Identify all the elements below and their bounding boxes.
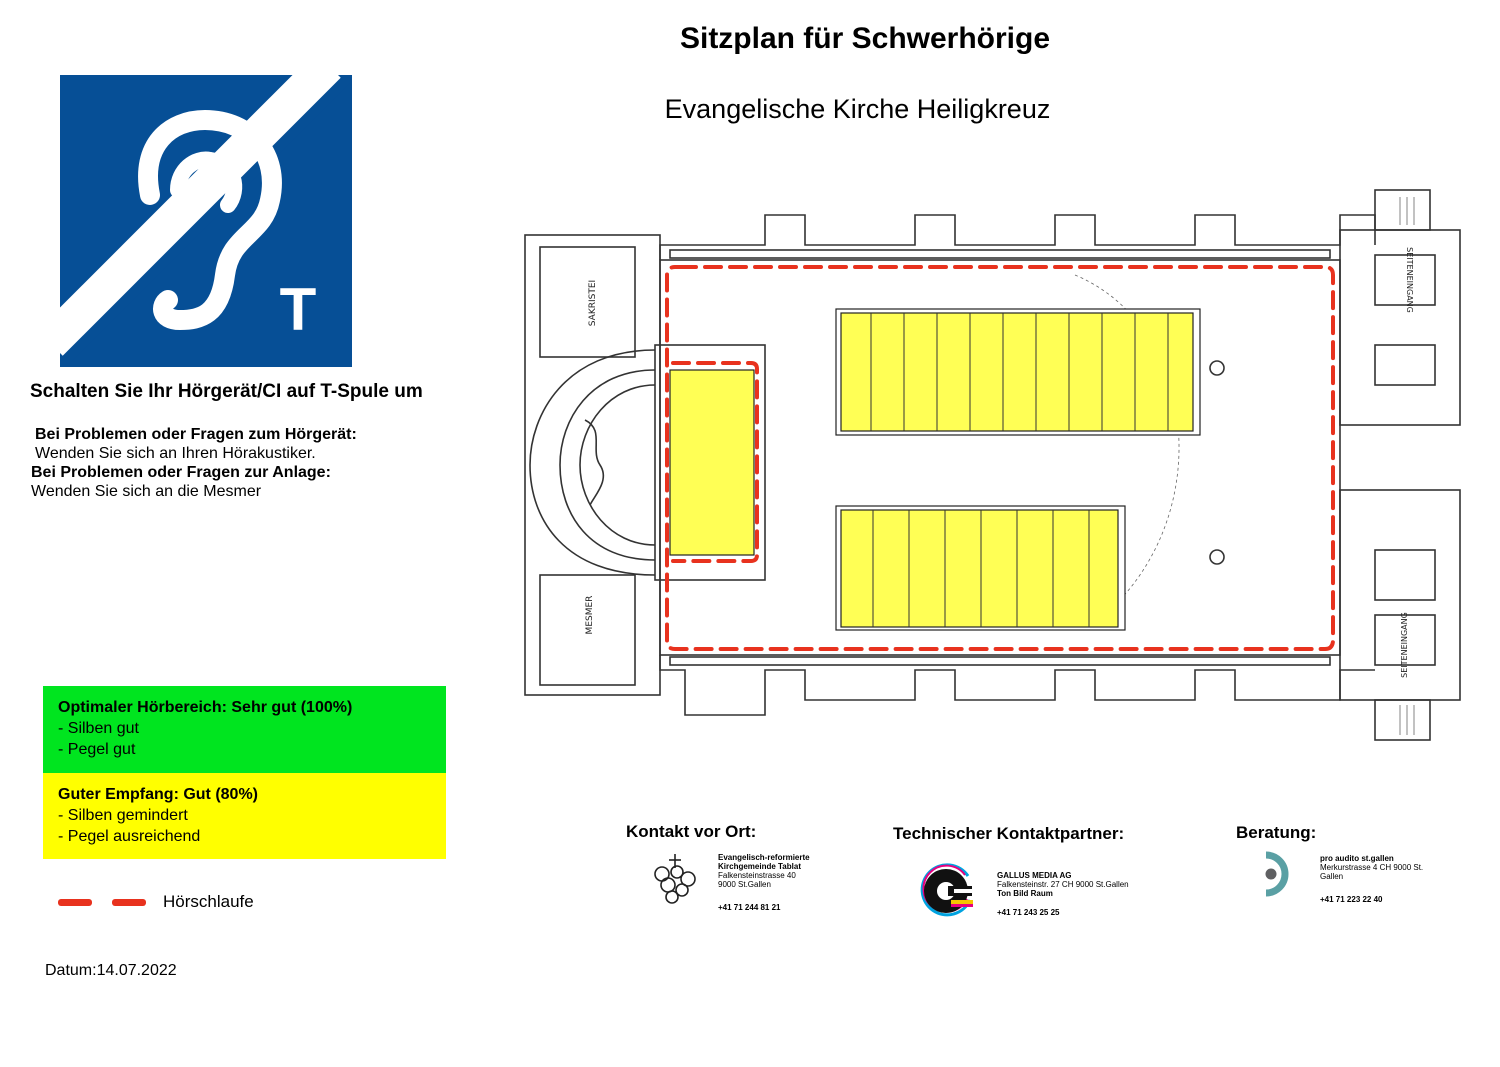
loop-dash-swatch — [58, 899, 92, 906]
contact-phone: +41 71 244 81 21 — [718, 903, 781, 912]
contact-address-line: Falkensteinstrasse 40 — [718, 871, 796, 880]
help-heading-system: Bei Problemen oder Fragen zur Anlage: — [31, 464, 331, 481]
contact-extra: Ton Bild Raum — [997, 889, 1053, 898]
pro-audito-logo-icon — [1265, 851, 1289, 897]
legend-zone-heading: Optimaler Hörbereich: Sehr gut (100%) — [58, 699, 353, 716]
hearing-loop-outline — [665, 265, 1335, 651]
contact-address-line: Merkurstrasse 4 CH 9000 St. — [1320, 863, 1424, 872]
contact-heading: Technischer Kontaktpartner: — [893, 824, 1125, 843]
legend-hearing-loop: Hörschlaufe — [58, 889, 358, 917]
contact-technical-details: GALLUS MEDIA AG Falkensteinstr. 27 CH 90… — [997, 871, 1129, 917]
contact-address-line: Falkensteinstr. 27 CH 9000 St.Gallen — [997, 880, 1129, 889]
contact-phone: +41 71 223 22 40 — [1320, 895, 1383, 904]
page-subtitle: Evangelische Kirche Heiligkreuz — [664, 94, 1051, 124]
legend-zone-optimal: Optimaler Hörbereich: Sehr gut (100%) - … — [43, 686, 446, 773]
contact-name-line: Kirchgemeinde Tablat — [718, 862, 801, 871]
plan-walls — [524, 189, 1461, 741]
room-label-side-entrance-top: SEITENEINGANG — [1405, 247, 1414, 313]
contact-address-line: 9000 St.Gallen — [718, 880, 771, 889]
church-floor-plan: SAKRISTEI MESMER SEITENEINGANG SEITENEIN… — [524, 189, 1461, 741]
contact-name-line: pro audito st.gallen — [1320, 854, 1394, 863]
date-label: Datum:14.07.2022 — [45, 962, 177, 979]
pew-block-choir — [669, 369, 755, 556]
legend-zone-heading: Guter Empfang: Gut (80%) — [58, 786, 259, 803]
contact-advice: Beratung: — [1236, 823, 1316, 843]
contact-phone: +41 71 243 25 25 — [997, 908, 1060, 917]
help-text-system: Wenden Sie sich an die Mesmer — [31, 483, 262, 500]
parish-logo-icon — [654, 854, 696, 904]
room-label-side-entrance-bottom: SEITENEINGANG — [1400, 612, 1409, 678]
hearing-loop-t-icon: T — [60, 75, 352, 367]
contact-local-details: Evangelisch-reformierte Kirchgemeinde Ta… — [718, 853, 810, 912]
legend-loop-label: Hörschlaufe — [163, 892, 254, 911]
contact-technical: Technischer Kontaktpartner: — [893, 824, 1124, 844]
contact-heading: Beratung: — [1236, 823, 1317, 842]
room-label-mesmer: MESMER — [585, 596, 595, 635]
legend-zone-line: - Pegel ausreichend — [58, 828, 201, 845]
gallus-media-logo-icon — [920, 863, 973, 917]
room-label-sacristy: SAKRISTEI — [588, 280, 598, 326]
contact-local: Kontakt vor Ort: — [626, 822, 756, 842]
contact-name-line: GALLUS MEDIA AG — [997, 871, 1072, 880]
legend-zone-line: - Silben gemindert — [58, 807, 188, 824]
tcoil-instruction: Schalten Sie Ihr Hörgerät/CI auf T-Spule… — [30, 381, 423, 402]
contact-advice-details: pro audito st.gallen Merkurstrasse 4 CH … — [1320, 854, 1423, 904]
help-heading-hearing-aid: Bei Problemen oder Fragen zum Hörgerät: — [35, 426, 357, 443]
legend-zone-good: Guter Empfang: Gut (80%) - Silben gemind… — [43, 773, 446, 859]
loop-dash-swatch — [112, 899, 146, 906]
legend-zone-line: - Pegel gut — [58, 741, 136, 758]
contact-address-line: Gallen — [1320, 872, 1344, 881]
contact-name-line: Evangelisch-reformierte — [718, 853, 810, 862]
logo-letter: T — [280, 276, 317, 343]
contact-heading: Kontakt vor Ort: — [626, 822, 757, 841]
legend-zone-line: - Silben gut — [58, 720, 139, 737]
pew-block-upper — [835, 308, 1201, 436]
page-title: Sitzplan für Schwerhörige — [679, 22, 1051, 55]
help-section: Bei Problemen oder Fragen zum Hörgerät: … — [31, 425, 357, 501]
help-text-hearing-aid: Wenden Sie sich an Ihren Hörakustiker. — [35, 445, 316, 462]
pew-block-lower — [835, 505, 1126, 631]
